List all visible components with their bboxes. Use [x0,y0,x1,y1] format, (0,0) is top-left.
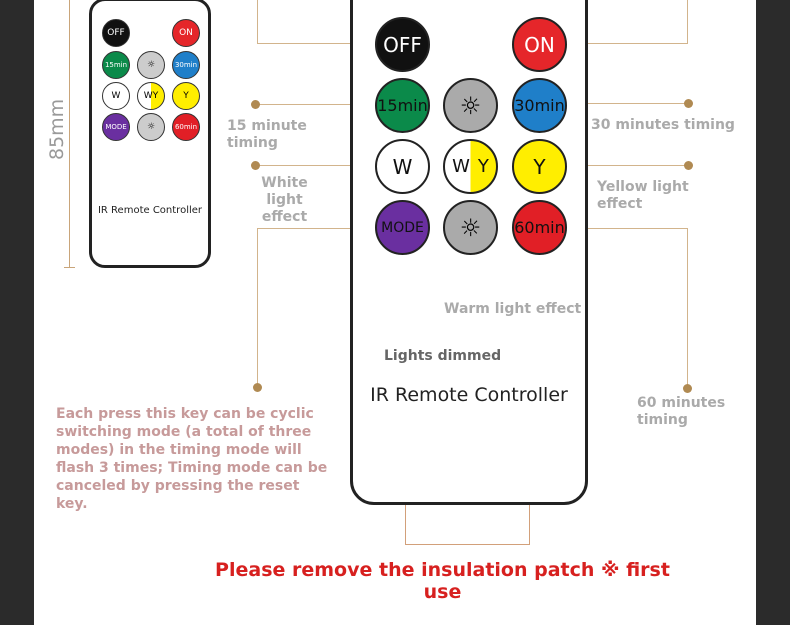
small-off-button: OFF [102,19,130,47]
leader-dot [253,383,262,392]
lights-dimmed-label: Lights dimmed [384,348,502,364]
small-30min-button: 30min [172,51,200,79]
small-remote-label: IR Remote Controller [97,205,203,216]
leader-line [256,104,376,105]
small-15min-button: 15min [102,51,130,79]
annotation-white: White light effect [261,175,308,225]
leader-line [566,165,688,166]
wy-button: W Y [443,139,498,194]
remote-stand [405,505,530,545]
leader-dot [251,100,260,109]
15min-button: 15min [375,78,430,133]
leader-dot [684,161,693,170]
leader-dot [684,99,693,108]
leader-line [257,43,375,44]
wy-w-label: W [452,156,470,177]
small-mode-button: MODE [102,113,130,141]
annotation-warm: Warm light effect [444,301,582,317]
brightness-down-button: ☼ [443,200,498,255]
mode-button: MODE [375,200,430,255]
annotation-mode: Each press this key can be cyclic switch… [56,406,328,512]
big-remote-label: IR Remote Controller [370,384,568,406]
notice-text: Please remove the insulation patch ※ fir… [215,559,670,603]
leader-line [566,228,688,229]
brightness-up-button: ☼ [443,78,498,133]
small-on-button: ON [172,19,200,47]
small-60min-button: 60min [172,113,200,141]
wy-y-label: Y [477,156,489,177]
brightness-down-icon: ☼ [459,213,482,242]
off-button: OFF [375,17,430,72]
leader-dot [683,384,692,393]
brightness-up-icon: ☼ [459,91,482,120]
small-brightness-up-button: ☼ [137,51,165,79]
small-sun-icon: ☼ [146,122,156,132]
leader-line [256,165,376,166]
small-sun-icon: ☼ [146,60,156,70]
leader-dot [251,161,260,170]
annotation-60min: 60 minutes timing [637,395,726,428]
small-w-button: W [102,82,130,110]
annotation-yellow: Yellow light effect [597,179,689,212]
dimension-line [69,0,70,268]
leader-line [687,0,688,44]
leader-line [257,228,377,229]
leader-line [687,228,688,388]
small-y-button: Y [172,82,200,110]
leader-line [567,43,688,44]
annotation-15min: 15 minute timing [227,118,307,151]
y-button: Y [512,139,567,194]
small-brightness-down-button: ☼ [137,113,165,141]
leader-line [257,228,258,388]
60min-button: 60min [512,200,567,255]
leader-line [257,0,258,44]
on-button: ON [512,17,567,72]
annotation-30min: 30 minutes timing [591,117,735,133]
dimension-tick [64,267,75,268]
dimension-label: 85mm [46,98,68,160]
leader-line [566,103,688,104]
30min-button: 30min [512,78,567,133]
w-button: W [375,139,430,194]
